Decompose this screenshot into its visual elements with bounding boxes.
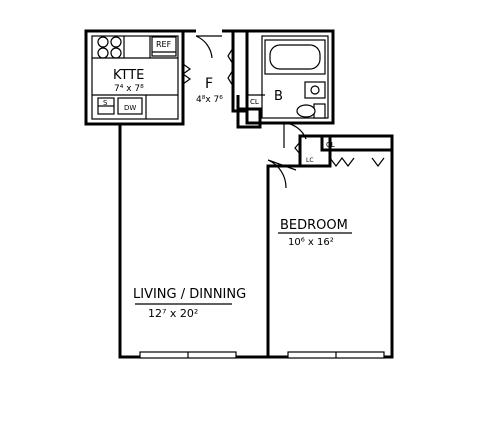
stove-icon [97,36,122,59]
sink-bath-icon [304,81,326,99]
bedroom-area: BEDROOM 10⁶ x 16² [266,150,394,359]
bedroom-name: BEDROOM [280,218,348,233]
hall-closets: CL LC [294,134,394,168]
bedroom-closet-label: CL [326,141,335,149]
dishwasher-label: DW [124,104,136,112]
bedroom-closet-door-left [329,157,355,167]
linen-closet-label: LC [306,157,314,164]
bedroom-dims: 10⁶ x 16² [288,237,334,248]
living-window [139,351,237,359]
refrigerator-label: REF [156,40,172,49]
kitchen-area: REF S DW KTTE 7⁴ x 7⁸ [84,29,192,126]
foyer-name: F [205,76,213,92]
refrigerator-icon [151,36,177,57]
kitchen-inner [91,35,179,120]
sink-label: S [103,99,108,107]
living-name: LIVING / DINNING [133,287,246,302]
bathroom-area: B [245,29,335,148]
bathtub-icon [264,39,326,75]
kitchen-dims: 7⁴ x 7⁸ [114,84,144,94]
bedroom-window [287,351,385,359]
bath-name: B [274,89,283,104]
foyer-closet-label: CL [250,98,259,106]
foyer-area: F 4⁸x 7⁶ CL [183,29,265,129]
bedroom-door [267,159,297,189]
dishwasher-icon [117,97,143,115]
kitchen-name: KTTE [113,68,144,83]
toilet-icon [296,103,326,119]
living-dims: 12⁷ x 20² [148,307,198,320]
entry-door [195,35,222,59]
bedroom-closet-door-right [371,157,385,167]
living-area: LIVING / DINNING 12⁷ x 20² [86,95,268,359]
kitchen-accordion-door [181,63,192,85]
kitchen-outline [84,29,185,126]
foyer-dims: 4⁸x 7⁶ [196,95,223,105]
sink-icon [97,97,115,115]
